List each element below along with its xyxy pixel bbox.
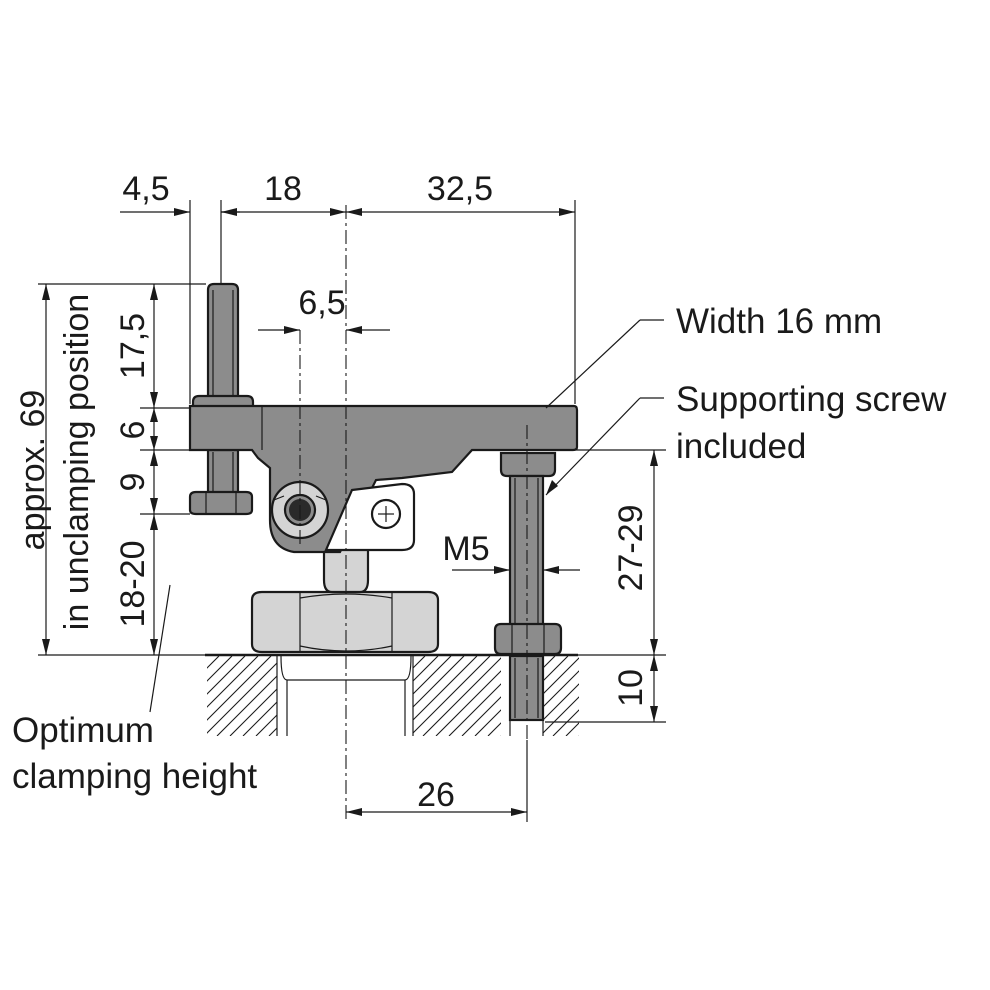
note-width: Width 16 mm — [676, 302, 882, 341]
note-optimum: Optimum — [12, 711, 154, 750]
hatch-line — [293, 656, 373, 736]
hatch-line — [319, 656, 399, 736]
hatch-line — [255, 714, 277, 736]
dim-32-5: 32,5 — [427, 170, 493, 208]
hatch-line — [207, 656, 272, 721]
hatch-line — [207, 656, 233, 682]
hatch-line — [422, 657, 501, 736]
hatch-line — [543, 657, 579, 695]
note-supporting-screw: Supporting screw — [676, 380, 947, 419]
dim-m5: M5 — [442, 530, 489, 568]
hatch-line — [413, 656, 465, 708]
hatch-line — [543, 656, 569, 682]
dim-18-20: 18-20 — [114, 541, 152, 628]
hatch-line — [413, 656, 491, 734]
hatch-line — [543, 696, 579, 734]
hatch-line — [216, 675, 277, 736]
dim-9: 9 — [114, 473, 152, 492]
hatch-line — [448, 683, 501, 736]
dim-approx-69: approx. 69 — [14, 390, 52, 551]
hatch-line — [295, 656, 375, 736]
hatch-line — [207, 656, 246, 695]
hatch-line — [543, 670, 579, 708]
hatch-line — [474, 709, 501, 736]
dim-unclamping: in unclamping position — [58, 294, 96, 630]
dim-4-5: 4,5 — [122, 170, 169, 208]
note-clamping-height: clamping height — [12, 757, 257, 796]
hatch-line — [552, 709, 579, 736]
dim-6: 6 — [114, 421, 152, 440]
dim-27-29: 27-29 — [612, 505, 650, 592]
note-included: included — [676, 427, 806, 466]
hatch-line — [461, 696, 501, 736]
dim-10: 10 — [612, 669, 650, 707]
hatch-line — [229, 688, 277, 736]
hatch-line — [413, 656, 478, 721]
hatch-line — [413, 656, 452, 695]
hatch-line — [282, 656, 362, 736]
annotations: Width 16 mm Supporting screw included Op… — [12, 302, 947, 796]
hatch-line — [413, 656, 439, 682]
dimension-labels: 4,5 18 32,5 6,5 17,5 6 9 18-20 approx. 6… — [14, 170, 650, 814]
hatch-line — [242, 701, 277, 736]
arrowheads — [42, 208, 658, 816]
base-plate — [205, 653, 579, 736]
clamping-pin — [188, 282, 255, 516]
hatch-line — [332, 656, 412, 736]
dim-17-5: 17,5 — [114, 313, 152, 379]
hatch-line — [543, 683, 579, 721]
dim-6-5: 6,5 — [298, 284, 345, 322]
hatch-line — [207, 662, 277, 734]
hatch-line — [207, 656, 259, 708]
dim-18: 18 — [264, 170, 302, 208]
dim-26: 26 — [417, 776, 455, 814]
hex-nut — [250, 544, 440, 654]
dimension-lines — [38, 200, 666, 822]
hatch-line — [435, 670, 501, 736]
center-lines — [299, 205, 528, 820]
supporting-screw — [493, 451, 563, 722]
